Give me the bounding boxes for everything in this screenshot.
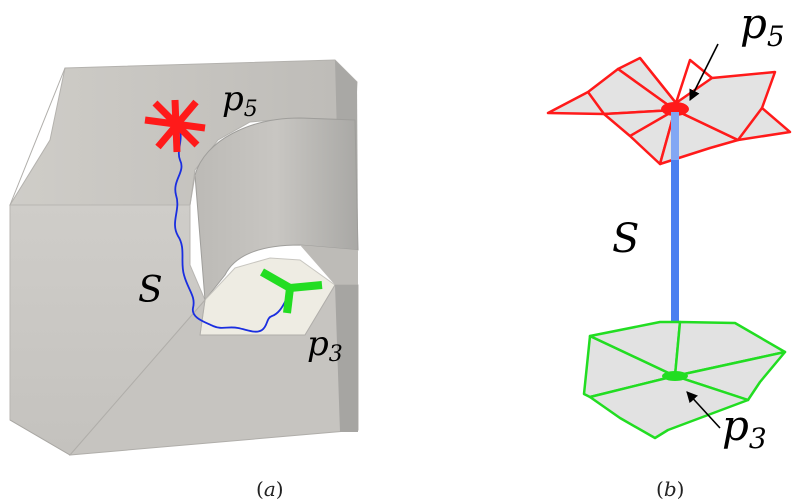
p5-center-node bbox=[661, 102, 689, 116]
solid-model bbox=[9, 59, 359, 456]
connecting-path bbox=[174, 126, 291, 333]
arrow-to-p5 bbox=[689, 43, 719, 102]
solid-step-face bbox=[300, 245, 358, 285]
solid-lower-right-face bbox=[335, 285, 358, 432]
p3-patch-quad bbox=[588, 374, 750, 440]
cylindrical-surface bbox=[194, 117, 359, 302]
caption-b: (b) bbox=[656, 477, 684, 501]
p3-y-vertex bbox=[260, 268, 323, 314]
panel-a: p5 S p3 (a) bbox=[9, 59, 359, 501]
label-p3-b: p3 bbox=[722, 401, 767, 455]
label-s-a: S bbox=[138, 270, 163, 311]
label-p5-b: p5 bbox=[740, 0, 785, 53]
arrow-to-p3 bbox=[686, 391, 721, 429]
label-p3-a: p3 bbox=[307, 324, 343, 367]
p5-patch-edges bbox=[586, 57, 763, 141]
p5-star-patch bbox=[546, 56, 792, 166]
p3-center-node bbox=[662, 371, 688, 381]
label-p5-a: p5 bbox=[222, 79, 258, 122]
p3-polygon-patch bbox=[582, 320, 787, 440]
p5-patch-quad bbox=[673, 70, 792, 142]
label-s-b: S bbox=[612, 216, 639, 262]
caption-a: (a) bbox=[256, 477, 284, 501]
p5-star-vertex bbox=[144, 99, 206, 153]
panel-b: p5 S p3 (b) bbox=[546, 0, 792, 501]
